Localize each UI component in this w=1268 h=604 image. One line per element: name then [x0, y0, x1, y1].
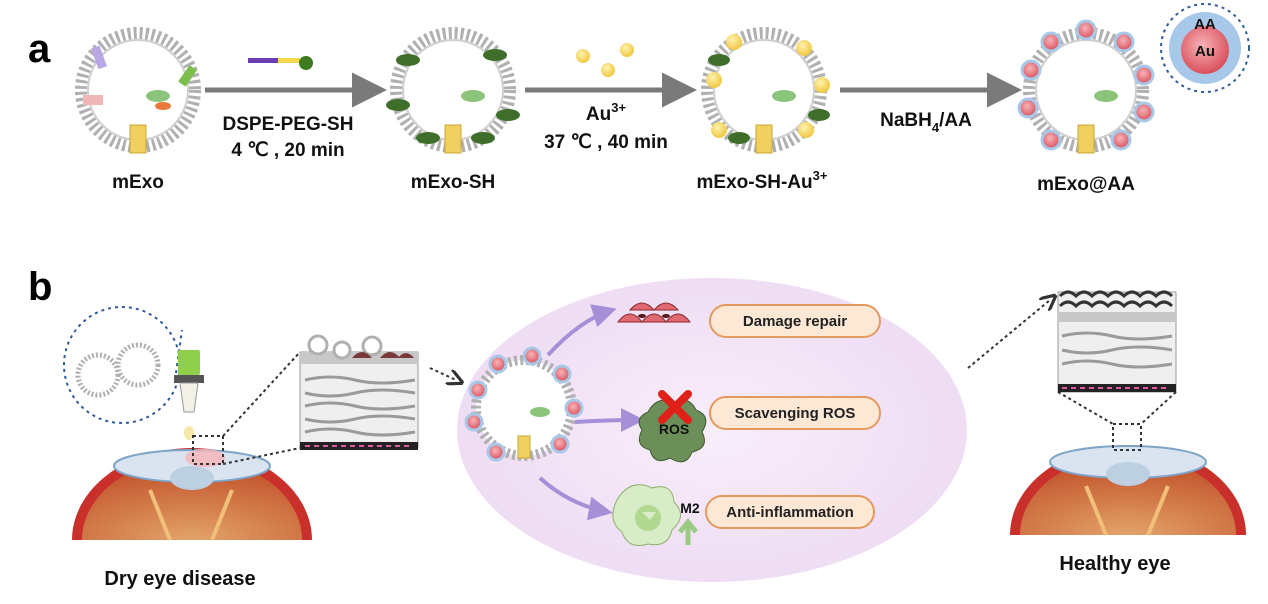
- stage-label-mexo-aa: mExo@AA: [1037, 174, 1135, 195]
- m2-up-arrow-icon: [678, 517, 698, 545]
- svg-text:Scavenging ROS: Scavenging ROS: [735, 405, 856, 422]
- effect-arrow-ros: [574, 408, 645, 433]
- aa-au-inset: AA Au: [1160, 3, 1250, 93]
- vesicle-mexo-aa-center: [464, 346, 584, 462]
- step1-reagent-label: DSPE-PEG-SH: [223, 114, 354, 135]
- eye-drop-inset: [63, 306, 183, 424]
- ros-label: ROS: [659, 421, 689, 437]
- healthy-tissue-block: [1057, 290, 1177, 393]
- step2-reagent-label: Au3+: [586, 100, 627, 125]
- dotted-arrow-to-center: [429, 367, 456, 380]
- zoom-line-right-right: [1140, 391, 1177, 425]
- dotted-arrow-to-healthy: [967, 300, 1050, 369]
- vesicle-mexo: [75, 27, 201, 154]
- healthy-eye-illustration: [1010, 423, 1246, 536]
- inset-au-label: Au: [1195, 43, 1215, 60]
- svg-text:Damage repair: Damage repair: [743, 313, 847, 330]
- zoom-line-right-left: [1057, 391, 1114, 425]
- effect-arrow-repair: [546, 304, 617, 357]
- stage-label-mexo: mExo: [112, 172, 164, 193]
- vesicle-mexo-sh-au: [701, 27, 830, 154]
- dropper-icon: [174, 350, 204, 440]
- step2-condition-label: 37 ℃ , 40 min: [544, 132, 668, 153]
- stage-label-mexo-sh: mExo-SH: [411, 172, 495, 193]
- step1-condition-label: 4 ℃ , 20 min: [231, 140, 344, 161]
- macrophage-icon: [612, 484, 681, 546]
- panel-label-b: b: [28, 265, 52, 309]
- damaged-tissue-block: [299, 334, 419, 450]
- stage-label-mexo-sh-au: mExo-SH-Au3+: [697, 168, 828, 193]
- zoom-line-left-bottom: [222, 447, 301, 465]
- effect-arrow-inflammation: [538, 476, 613, 521]
- zoom-line-left-top: [222, 351, 301, 437]
- m2-label: M2: [680, 500, 700, 516]
- caption-healthy-eye: Healthy eye: [1059, 553, 1170, 575]
- vesicle-mexo-aa: [1017, 19, 1155, 154]
- gold-ions-icon: [576, 43, 634, 77]
- caption-dry-eye: Dry eye disease: [104, 568, 255, 590]
- dry-eye-illustration: [72, 435, 312, 541]
- effect-pill-anti-inflammation: Anti-inflammation: [705, 495, 875, 529]
- inset-aa-label: AA: [1194, 16, 1216, 33]
- ros-cross-icon: [658, 390, 692, 424]
- effect-pill-damage-repair: Damage repair: [709, 304, 881, 338]
- panel-label-a: a: [28, 27, 51, 71]
- vesicle-mexo-sh: [386, 27, 520, 154]
- epithelial-cells-icon: [616, 302, 692, 323]
- step3-reagent-label: NaBH4/AA: [880, 110, 972, 135]
- svg-text:Anti-inflammation: Anti-inflammation: [726, 504, 854, 521]
- effect-pill-scavenging-ros: Scavenging ROS: [709, 396, 881, 430]
- dspe-peg-sh-icon: [248, 56, 313, 70]
